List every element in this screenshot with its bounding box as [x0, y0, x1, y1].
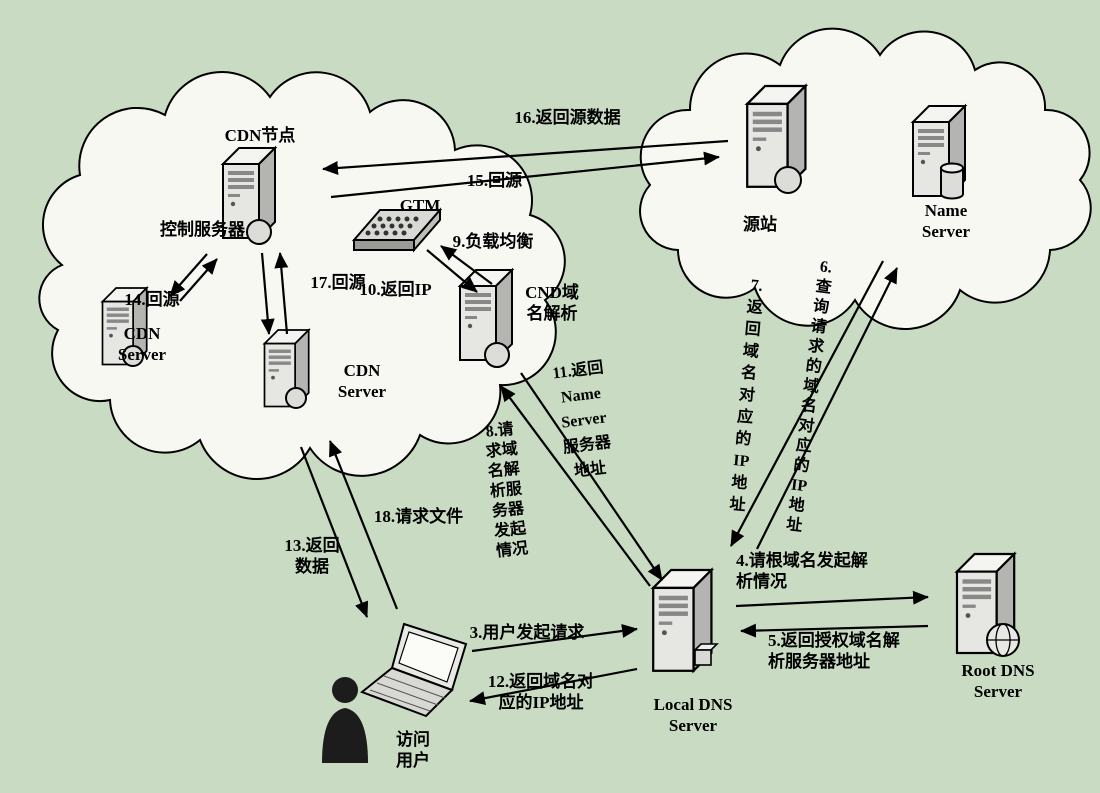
root-dns-server-icon — [955, 552, 1020, 657]
label-cdn-server-left: CDN Server — [117, 324, 167, 364]
arrow-14-back-origin-down — [169, 253, 208, 297]
origin-server-icon — [746, 84, 807, 194]
name-server-icon — [912, 105, 966, 200]
label-local-dns: Local DNS Server — [653, 695, 733, 735]
edge-label-15: 15.回源 — [466, 171, 523, 190]
edge-label-16: 16.返回源数据 — [514, 108, 621, 127]
arrow-18-request-file — [328, 440, 399, 610]
cnd-dns-server-icon — [459, 269, 513, 368]
edge-label-14: 14.回源 — [124, 290, 180, 309]
arrow-14-back-origin-up — [179, 258, 218, 302]
laptop-icon — [360, 622, 468, 718]
arrow-4-ask-root — [735, 590, 929, 608]
local-dns-server-icon — [652, 568, 719, 672]
arrow-12-return-ip-to-user — [469, 667, 638, 706]
label-origin: 源站 — [743, 215, 777, 234]
arrow-8-request-resolution — [500, 385, 651, 587]
arrow-16-return-origin-data — [322, 139, 729, 175]
user-person-icon — [322, 677, 368, 763]
label-control-server: 控制服务器 — [160, 220, 245, 239]
cdn-server-left-icon — [101, 287, 148, 367]
arrow-9-load-balance — [440, 245, 493, 285]
origin-cloud — [639, 27, 1092, 330]
arrow-11-return-nameserver — [520, 372, 663, 581]
gtm-switch-icon — [351, 207, 443, 253]
label-name-server: Name Server — [921, 201, 971, 241]
arrow-17-back-origin-down — [260, 252, 275, 335]
arrow-10-return-ip — [426, 249, 478, 293]
edge-label-13: 13.返回 数据 — [284, 536, 340, 576]
edge-label-10: 10.返回IP — [359, 280, 432, 299]
label-root-dns: Root DNS Server — [961, 661, 1035, 701]
cdn-cloud — [38, 71, 566, 480]
label-cdn-node: CDN节点 — [224, 126, 296, 145]
edge-label-4: 4.请根域名发起解 析情况 — [736, 551, 868, 591]
arrow-6-query-ip — [756, 267, 898, 550]
arrow-15-back-to-origin — [330, 151, 720, 199]
cdn-node-server-icon — [222, 147, 276, 245]
label-cnd-dns: CND域 名解析 — [525, 283, 579, 323]
edge-label-18: 18.请求文件 — [373, 507, 464, 526]
arrow-7-return-ip — [730, 260, 884, 547]
edge-label-12: 12.返回域名对 应的IP地址 — [487, 672, 595, 712]
arrow-13-return-data — [299, 446, 369, 618]
edge-label-17: 17.回源 — [310, 273, 366, 292]
label-cdn-server-mid: CDN Server — [337, 361, 387, 401]
label-gtm: GTM — [399, 196, 441, 215]
label-user: 访问 用户 — [396, 730, 430, 770]
arrow-17-back-origin-up — [274, 252, 289, 335]
cdn-server-mid-icon — [263, 329, 310, 409]
arrow-3-user-request — [471, 624, 638, 653]
edge-label-9: 9.负载均衡 — [452, 232, 534, 251]
arrow-5-return-authorized — [740, 623, 929, 638]
edge-label-5: 5.返回授权域名解 析服务器地址 — [768, 631, 900, 671]
edge-label-3: 3.用户发起请求 — [469, 623, 585, 642]
